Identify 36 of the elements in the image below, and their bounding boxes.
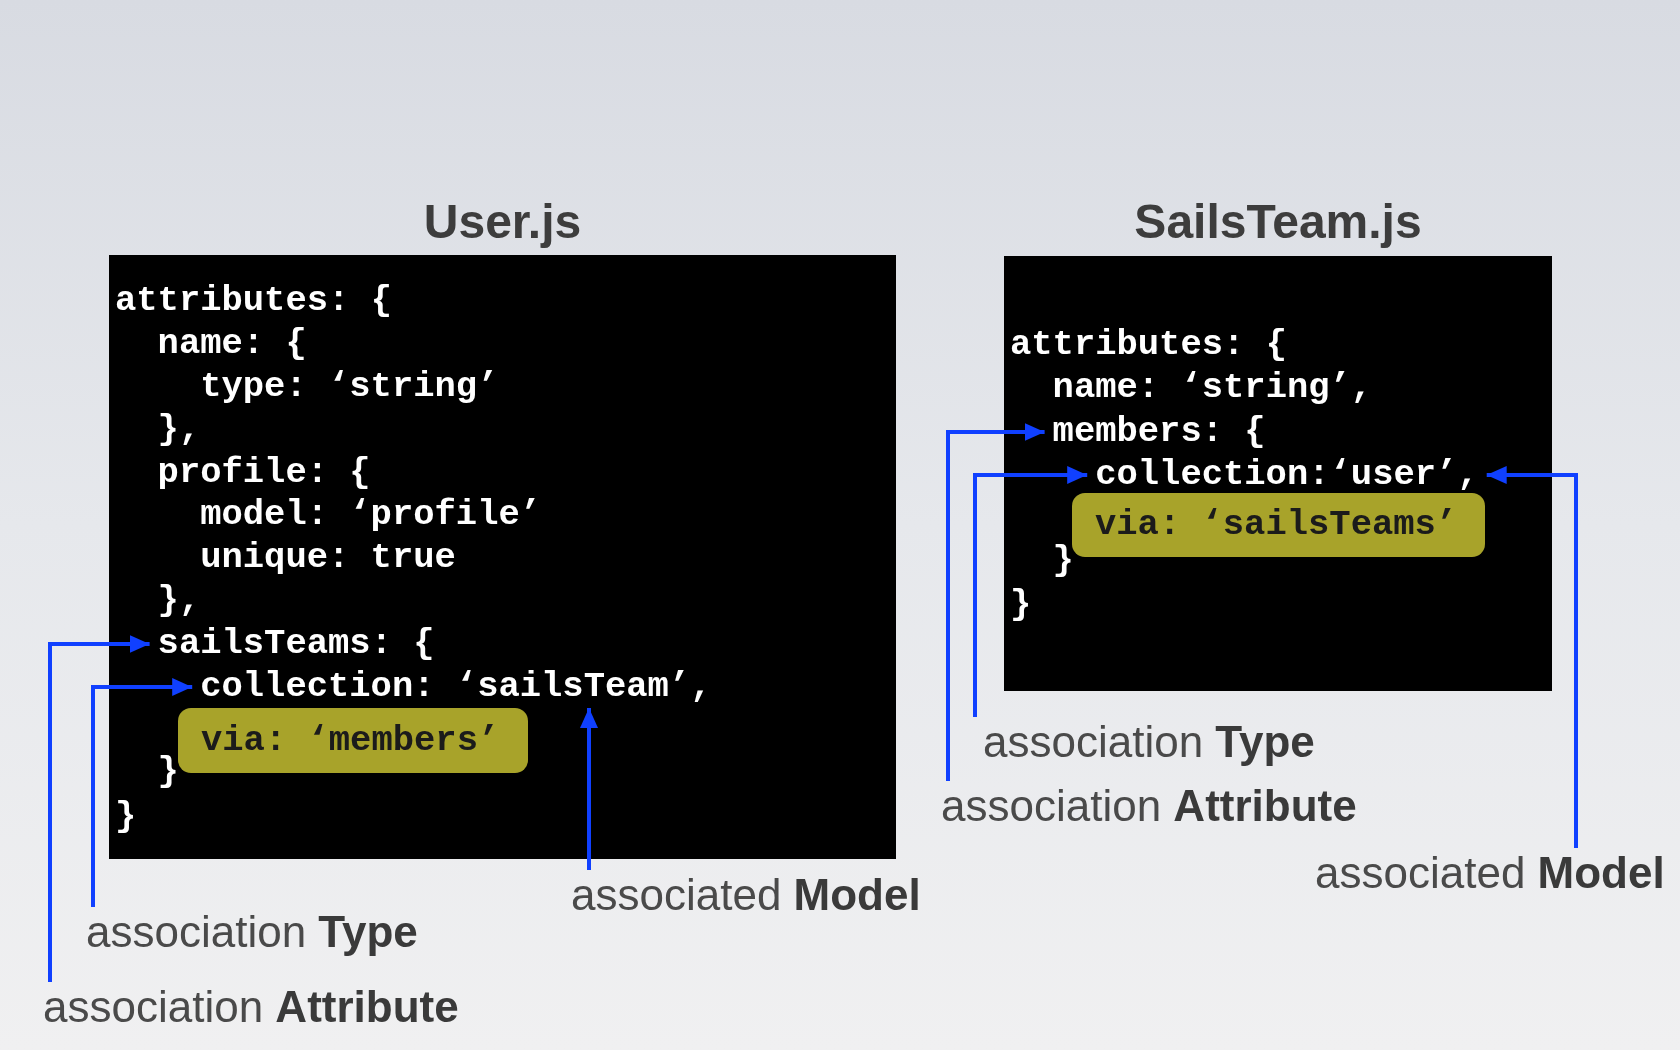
leader-arrow	[946, 423, 1045, 781]
highlight-box	[178, 708, 528, 773]
code-line: }	[115, 796, 137, 838]
code-line: }	[1010, 584, 1032, 626]
leader-arrow	[973, 466, 1088, 717]
code-line: type: ‘string’	[200, 366, 499, 408]
code-line: attributes: {	[115, 280, 392, 322]
leader-arrow	[580, 708, 598, 870]
code-line: },	[157, 409, 201, 451]
code-line: members: {	[1044, 411, 1274, 453]
leader-arrow	[48, 635, 150, 982]
code-line: name: ‘string’,	[1052, 367, 1373, 409]
annotation-label: association Attribute	[43, 982, 459, 1032]
code-line: name: {	[157, 323, 307, 365]
code-line: sailsTeams: {	[149, 623, 443, 665]
annotation-label: associated Model	[571, 870, 921, 920]
code-line: via: ‘sailsTeams’	[1095, 504, 1458, 546]
annotation-label: association Type	[970, 717, 1315, 767]
annotation-label: associated Model	[1315, 848, 1665, 898]
code-line: collection: ‘sailsTeam’,	[192, 666, 720, 708]
highlight-box	[1072, 493, 1485, 557]
file-title: User.js	[423, 195, 582, 249]
leader-arrow	[1486, 466, 1578, 848]
code-line: }	[1052, 540, 1074, 582]
code-line: profile: {	[157, 452, 371, 494]
annotation-label: association Type	[86, 907, 418, 957]
code-line: collection:‘user’,	[1087, 454, 1487, 496]
code-line: unique: true	[200, 537, 456, 579]
file-title: SailsTeam.js	[1134, 195, 1422, 249]
code-line: },	[157, 580, 201, 622]
code-line: attributes: {	[1010, 324, 1287, 366]
code-line: }	[157, 751, 179, 793]
code-line: model: ‘profile’	[200, 494, 542, 536]
leader-arrow	[91, 678, 193, 907]
annotation-label: association Attribute	[941, 781, 1357, 831]
code-line: via: ‘members’	[201, 719, 500, 762]
